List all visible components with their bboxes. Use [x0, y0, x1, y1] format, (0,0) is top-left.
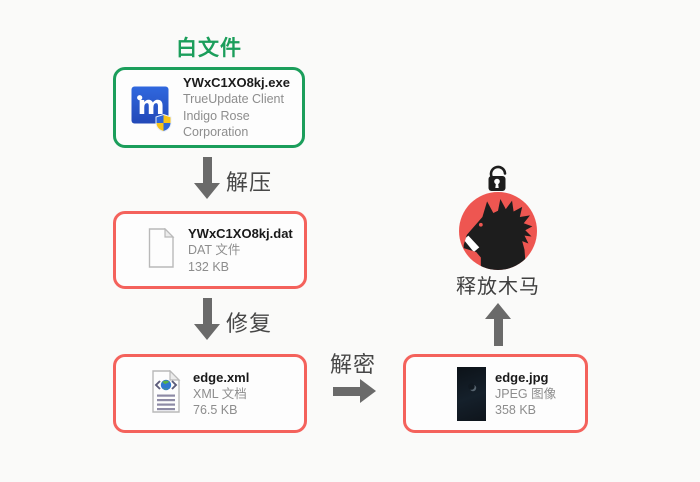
exe-file-card: m YWxC1XO8kj.exe TrueUpd	[113, 67, 305, 148]
file-size: 76.5 KB	[193, 403, 238, 417]
uac-shield-icon	[155, 114, 172, 132]
open-padlock-icon	[480, 160, 516, 201]
arrow-down-icon	[194, 157, 220, 199]
trueupdate-app-icon: m	[131, 86, 172, 132]
arrow-down-icon	[194, 298, 220, 340]
file-type: DAT 文件	[188, 243, 241, 257]
file-size: 132 KB	[188, 259, 230, 274]
diagram-title: 白文件	[176, 37, 242, 60]
file-name: edge.xml	[193, 369, 250, 385]
file-description: TrueUpdate Client	[183, 92, 284, 107]
file-size: 358 KB	[495, 403, 537, 417]
file-name: edge.jpg	[495, 369, 549, 385]
file-type: XML 文档	[193, 386, 247, 401]
trojan-horse-icon	[459, 192, 537, 275]
step-label-repair: 修复	[226, 311, 273, 336]
file-name: YWxC1XO8kj.dat	[188, 226, 293, 241]
step-label-decrypt: 解密	[330, 352, 377, 377]
step-label-decompress: 解压	[226, 170, 273, 195]
dat-file-card: YWxC1XO8kj.dat DAT 文件 132 KB	[113, 211, 307, 289]
xml-document-icon	[149, 369, 183, 418]
arrow-up-icon	[485, 303, 511, 346]
blank-document-icon	[145, 227, 177, 273]
jpg-file-card: edge.jpg JPEG 图像 358 KB	[403, 354, 588, 433]
result-label-drop-trojan: 释放木马	[456, 276, 540, 298]
file-company: Indigo Rose Corporation	[183, 108, 250, 140]
xml-file-card: edge.xml XML 文档 76.5 KB	[113, 354, 307, 433]
jpeg-thumbnail	[457, 366, 486, 421]
file-name: YWxC1XO8kj.exe	[183, 75, 290, 91]
file-type: JPEG 图像	[495, 386, 557, 401]
arrow-right-icon	[333, 379, 376, 403]
